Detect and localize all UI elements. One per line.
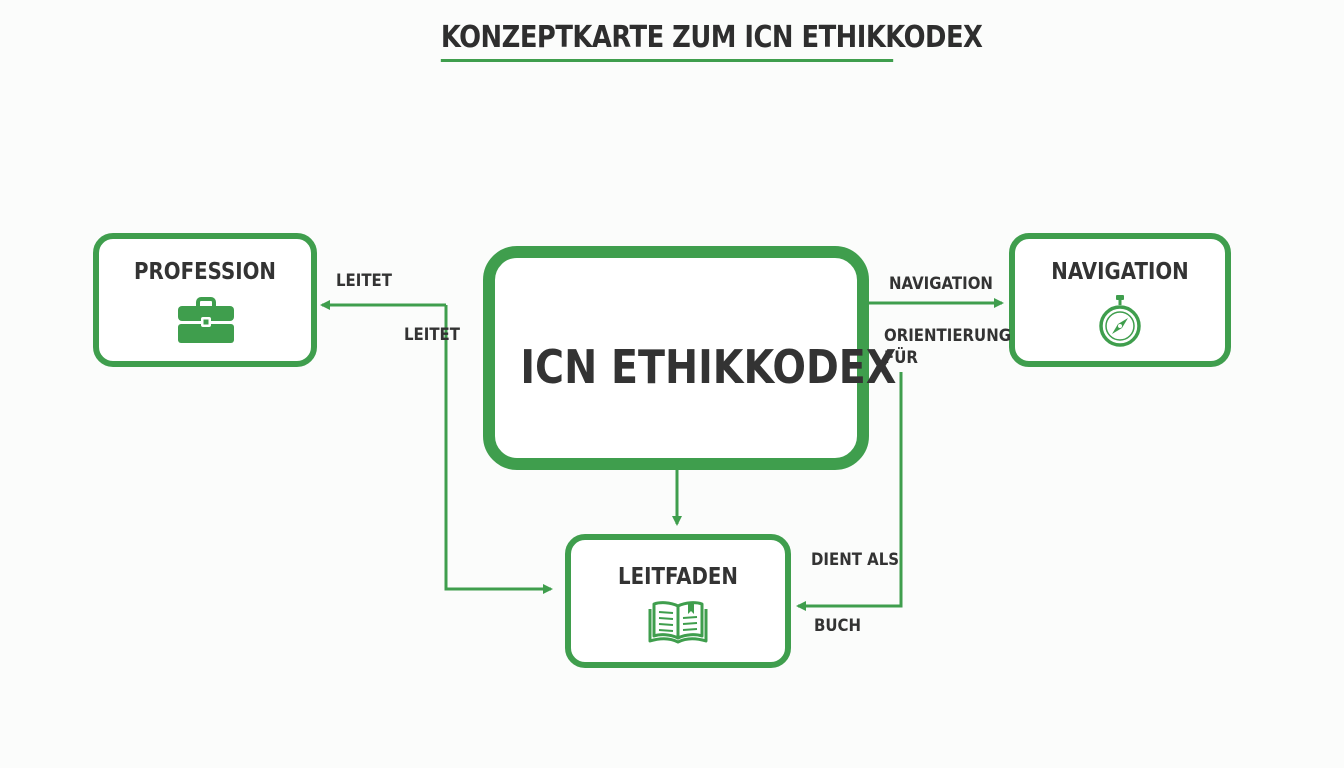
node-navigation[interactable]: NAVIGATION xyxy=(1009,233,1231,367)
briefcase-icon xyxy=(178,297,234,343)
connector-navigation-leitfaden xyxy=(796,372,903,611)
compass-icon xyxy=(1099,295,1141,347)
open-book-icon xyxy=(648,601,708,644)
node-leitfaden-label: LEITFADEN xyxy=(617,564,738,590)
connector-leitet-leitfaden xyxy=(444,305,553,594)
edge-label-fuer: FÜR xyxy=(884,348,918,368)
node-profession-label: PROFESSION xyxy=(134,259,276,285)
edge-label-buch: BUCH xyxy=(814,616,862,636)
node-profession[interactable]: PROFESSION xyxy=(93,233,317,367)
diagram-title: KONZEPTKARTE ZUM ICN ETHIKKODEX xyxy=(440,18,983,62)
node-center-label: ICN ETHIKKODEX xyxy=(520,340,897,394)
edge-label-leitet-top: LEITET xyxy=(336,271,392,291)
node-leitfaden[interactable]: LEITFADEN xyxy=(565,534,791,668)
node-navigation-label: NAVIGATION xyxy=(1051,259,1189,285)
node-center[interactable]: ICN ETHIKKODEX xyxy=(483,246,897,470)
edge-label-navigation: NAVIGATION xyxy=(889,274,993,294)
edge-label-dient-als: DIENT ALS xyxy=(811,550,900,570)
edge-label-orientierung: ORIENTIERUNG xyxy=(884,326,1012,346)
edge-label-leitet-side: LEITET xyxy=(404,325,460,345)
